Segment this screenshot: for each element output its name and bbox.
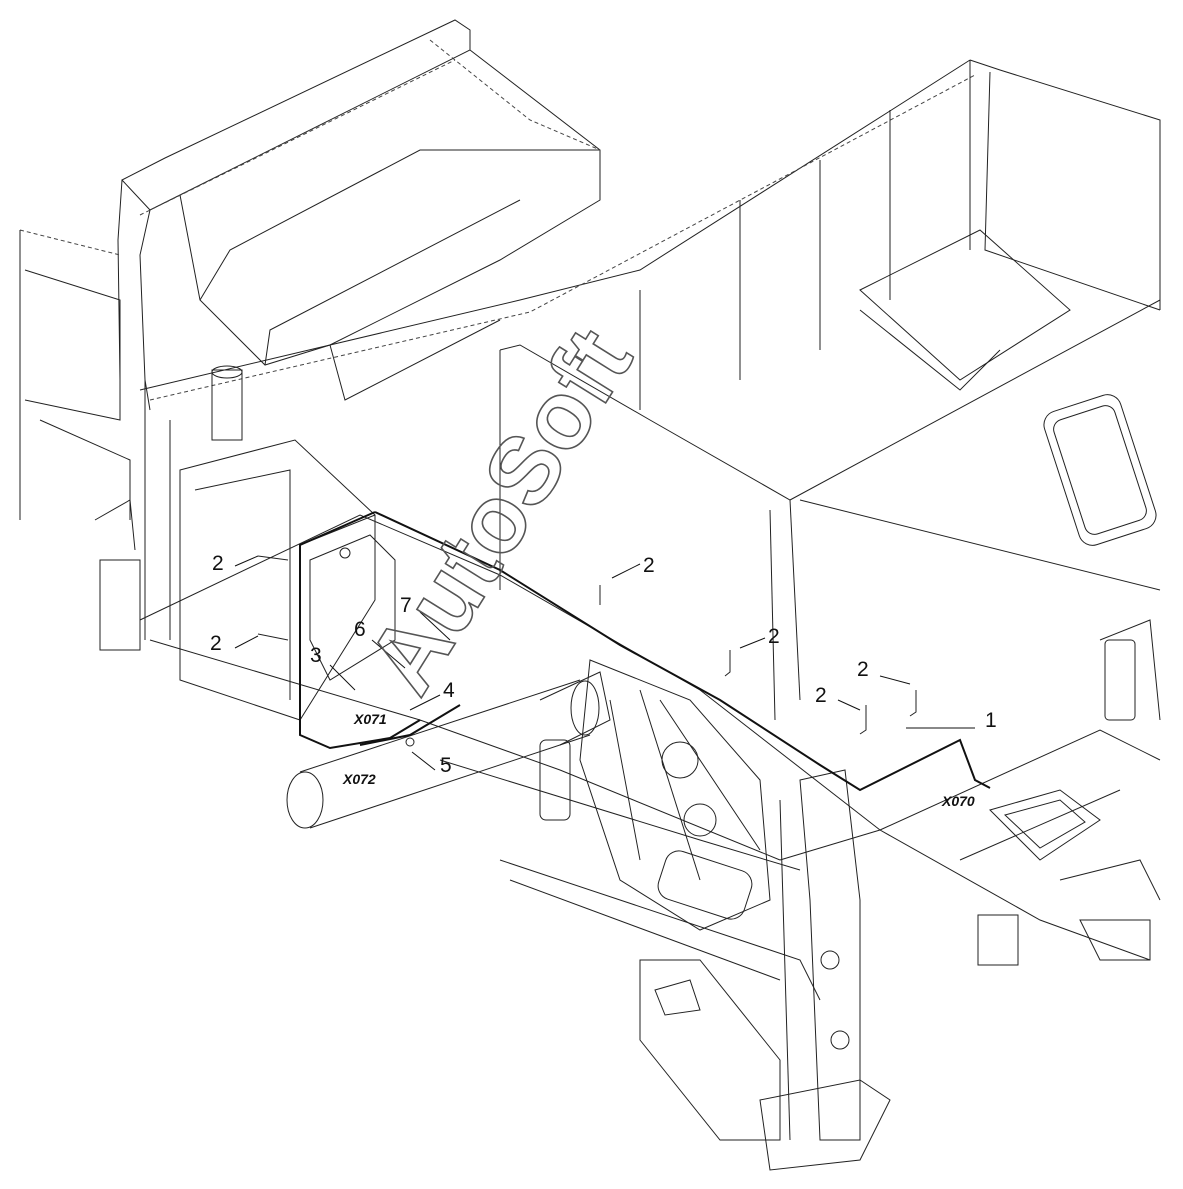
connector-x071: X071 — [353, 711, 387, 727]
connector-x072: X072 — [342, 771, 376, 787]
callout-6: 6 — [354, 618, 366, 641]
tank-assembly — [179, 365, 396, 721]
callout-5: 5 — [440, 754, 452, 777]
grain-hopper — [117, 19, 601, 411]
callout-2b: 2 — [210, 632, 222, 655]
callout-2f: 2 — [857, 658, 869, 681]
callout-2d: 2 — [768, 625, 780, 648]
side-truss — [539, 659, 771, 931]
callout-3: 3 — [310, 644, 322, 667]
grain-tank — [499, 59, 1161, 721]
callout-2c: 2 — [643, 554, 655, 577]
right-chassis — [879, 619, 1161, 961]
left-side-structure — [19, 229, 141, 651]
auger-tube — [286, 671, 611, 829]
wiring-harness — [299, 511, 991, 792]
connector-x070: X070 — [941, 793, 975, 809]
connector-labels: X070 X071 X072 — [342, 711, 975, 809]
callouts: 1 2 2 2 2 2 2 3 4 5 6 7 — [210, 552, 997, 777]
callout-1: 1 — [985, 709, 997, 732]
callout-2a: 2 — [212, 552, 224, 575]
callout-2e: 2 — [815, 684, 827, 707]
cable-clips — [257, 555, 917, 735]
callout-4: 4 — [443, 679, 455, 702]
main-frame — [139, 59, 1151, 1001]
callout-7: 7 — [400, 594, 412, 617]
front-pillar — [639, 769, 1019, 1171]
